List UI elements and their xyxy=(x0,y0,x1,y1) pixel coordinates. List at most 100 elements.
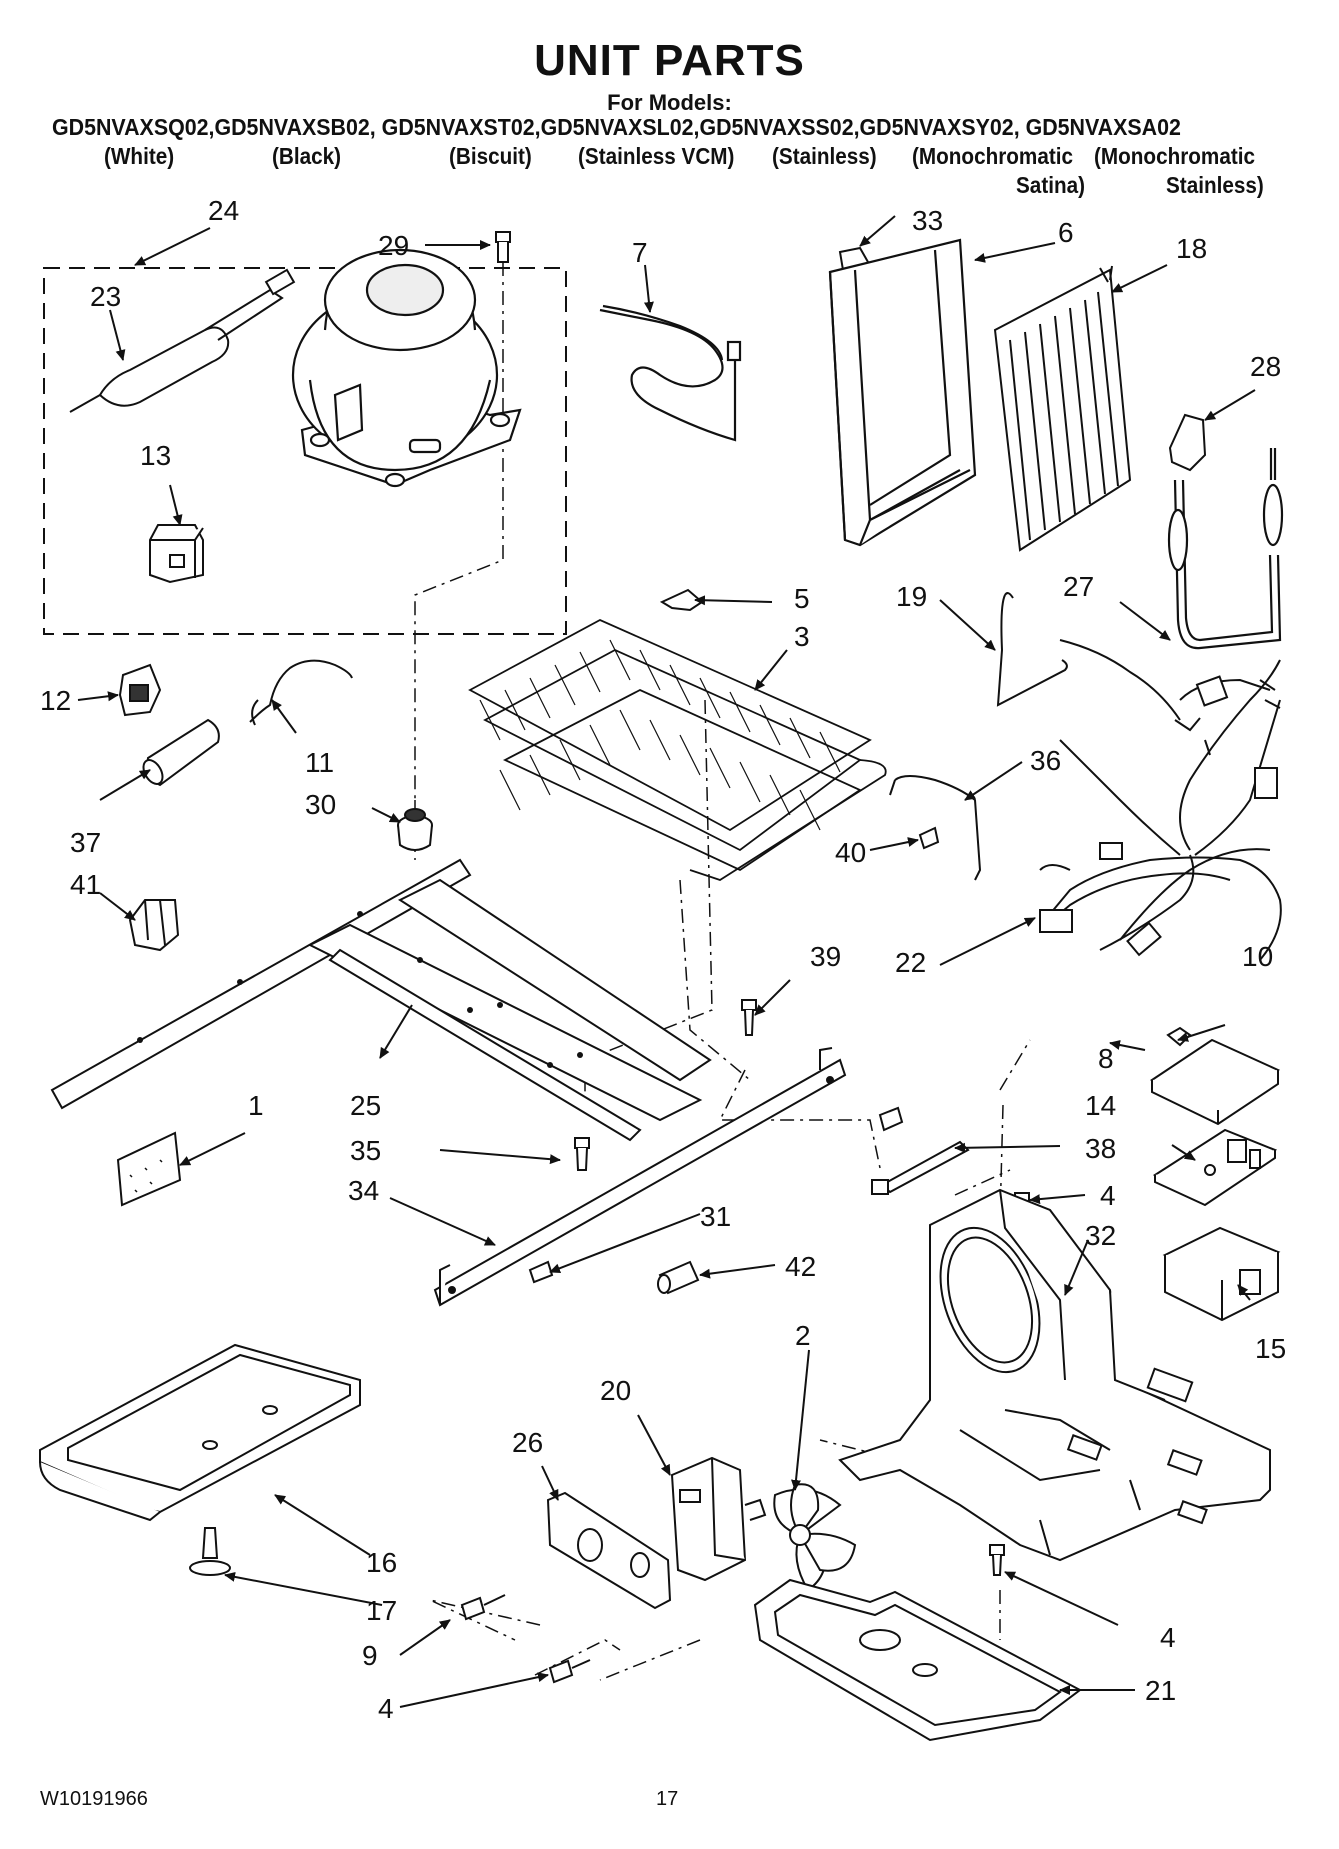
cable-tie-38 xyxy=(871,1140,970,1195)
callout-42: 42 xyxy=(785,1251,816,1282)
variant-stainless-suffix: Stainless) xyxy=(1166,172,1264,198)
compressor-kit-box xyxy=(43,267,567,635)
callout-36: 36 xyxy=(1030,745,1061,776)
screw-17 xyxy=(189,1527,231,1576)
screw-9 xyxy=(460,1594,506,1621)
callout-10: 10 xyxy=(1242,941,1273,972)
fan-motor-20 xyxy=(670,1456,767,1582)
callout-11: 11 xyxy=(305,747,334,778)
callout-23: 23 xyxy=(90,281,121,312)
callout-31: 31 xyxy=(700,1201,731,1232)
wire-19 xyxy=(996,592,1068,707)
callout-13: 13 xyxy=(140,440,171,471)
compressor-frame-25 xyxy=(50,858,712,1142)
callout-9: 9 xyxy=(362,1640,378,1671)
control-cover-10 xyxy=(1149,1038,1281,1126)
callout-37: 37 xyxy=(70,827,101,858)
tray-16 xyxy=(39,1343,361,1522)
callout-4a: 4 xyxy=(1100,1180,1116,1211)
grommet-30 xyxy=(397,808,433,851)
callout-4b: 4 xyxy=(1160,1622,1176,1653)
wire-11 xyxy=(249,659,353,726)
variant-white: (White) xyxy=(104,143,175,169)
document-number: W10191966 xyxy=(40,1788,148,1810)
callout-35: 35 xyxy=(350,1135,381,1166)
filter-drier-23 xyxy=(69,268,296,413)
callout-21: 21 xyxy=(1145,1675,1176,1706)
callout-41: 41 xyxy=(70,869,101,900)
screw-29 xyxy=(495,231,511,263)
callout-7: 7 xyxy=(632,237,648,268)
variant-stainless-vcm: (Stainless VCM) xyxy=(578,143,735,169)
callout-6: 6 xyxy=(1058,217,1074,248)
variant-monochromatic-satina: (Monochromatic xyxy=(912,143,1074,169)
callout-numbers: 24 29 23 13 7 33 6 18 28 27 19 5 3 12 11… xyxy=(40,195,1286,1724)
callout-39: 39 xyxy=(810,941,841,972)
callout-17: 17 xyxy=(366,1595,397,1626)
fan-blade-2 xyxy=(773,1483,857,1592)
wiring-harness-22 xyxy=(1039,639,1282,961)
defrost-heater-3 xyxy=(468,618,887,881)
callout-2: 2 xyxy=(795,1320,811,1351)
screw-40 xyxy=(918,826,940,850)
page-title: UNIT PARTS xyxy=(534,36,805,85)
callout-30: 30 xyxy=(305,789,336,820)
variant-satina-suffix: Satina) xyxy=(1016,172,1086,198)
callout-16: 16 xyxy=(366,1547,397,1578)
variant-stainless: (Stainless) xyxy=(772,143,877,169)
screw-35 xyxy=(574,1137,590,1171)
compressor xyxy=(291,248,522,488)
control-board-14 xyxy=(1152,1128,1278,1207)
screws-31 xyxy=(528,1106,904,1284)
callout-14: 14 xyxy=(1085,1090,1116,1121)
motor-bracket-26 xyxy=(546,1491,672,1610)
callout-26: 26 xyxy=(512,1427,543,1458)
callout-28: 28 xyxy=(1250,351,1281,382)
for-models-label: For Models: xyxy=(607,90,732,115)
clip-5 xyxy=(659,588,704,612)
callout-8: 8 xyxy=(1098,1043,1114,1074)
drain-pan-21 xyxy=(753,1578,1082,1742)
callout-4c: 4 xyxy=(378,1693,394,1724)
tube-7 xyxy=(599,304,742,442)
callout-29: 29 xyxy=(378,230,409,261)
screw-4-mid xyxy=(989,1544,1005,1576)
capacitor-42 xyxy=(657,1260,700,1295)
relay-cap-12 xyxy=(118,663,162,717)
callout-15: 15 xyxy=(1255,1333,1286,1364)
page-number: 17 xyxy=(656,1788,679,1810)
callout-24: 24 xyxy=(208,195,239,226)
sleeve-37 xyxy=(142,718,220,787)
housing-15 xyxy=(1162,1226,1281,1322)
overload-relay-13 xyxy=(149,524,204,584)
bracket-41 xyxy=(128,899,180,952)
fan-housing-32 xyxy=(838,1188,1271,1562)
frame-holes xyxy=(137,911,583,1068)
callout-12: 12 xyxy=(40,685,71,716)
tube-27 xyxy=(1167,448,1284,650)
evaporator-18 xyxy=(993,265,1132,552)
callout-20: 20 xyxy=(600,1375,631,1406)
callout-32: 32 xyxy=(1085,1220,1116,1251)
variant-biscuit: (Biscuit) xyxy=(449,143,532,169)
callout-22: 22 xyxy=(895,947,926,978)
model-numbers: GD5NVAXSQ02,GD5NVAXSB02, GD5NVAXST02,GD5… xyxy=(52,114,1181,140)
callout-40: 40 xyxy=(835,837,866,868)
callout-38: 38 xyxy=(1085,1133,1116,1164)
callout-3: 3 xyxy=(794,621,810,652)
leader-arrows xyxy=(77,215,1256,1708)
callout-25: 25 xyxy=(350,1090,381,1121)
callout-19: 19 xyxy=(896,581,927,612)
callout-27: 27 xyxy=(1063,571,1094,602)
callout-33: 33 xyxy=(912,205,943,236)
variant-black: (Black) xyxy=(272,143,342,169)
bracket-28 xyxy=(1168,413,1207,472)
callout-1: 1 xyxy=(248,1090,264,1121)
screw-39 xyxy=(741,999,757,1036)
variant-monochromatic-stainless: (Monochromatic xyxy=(1094,143,1256,169)
rail-34 xyxy=(433,1047,847,1307)
callout-18: 18 xyxy=(1176,233,1207,264)
pad-1 xyxy=(116,1131,182,1207)
callout-5: 5 xyxy=(794,583,810,614)
